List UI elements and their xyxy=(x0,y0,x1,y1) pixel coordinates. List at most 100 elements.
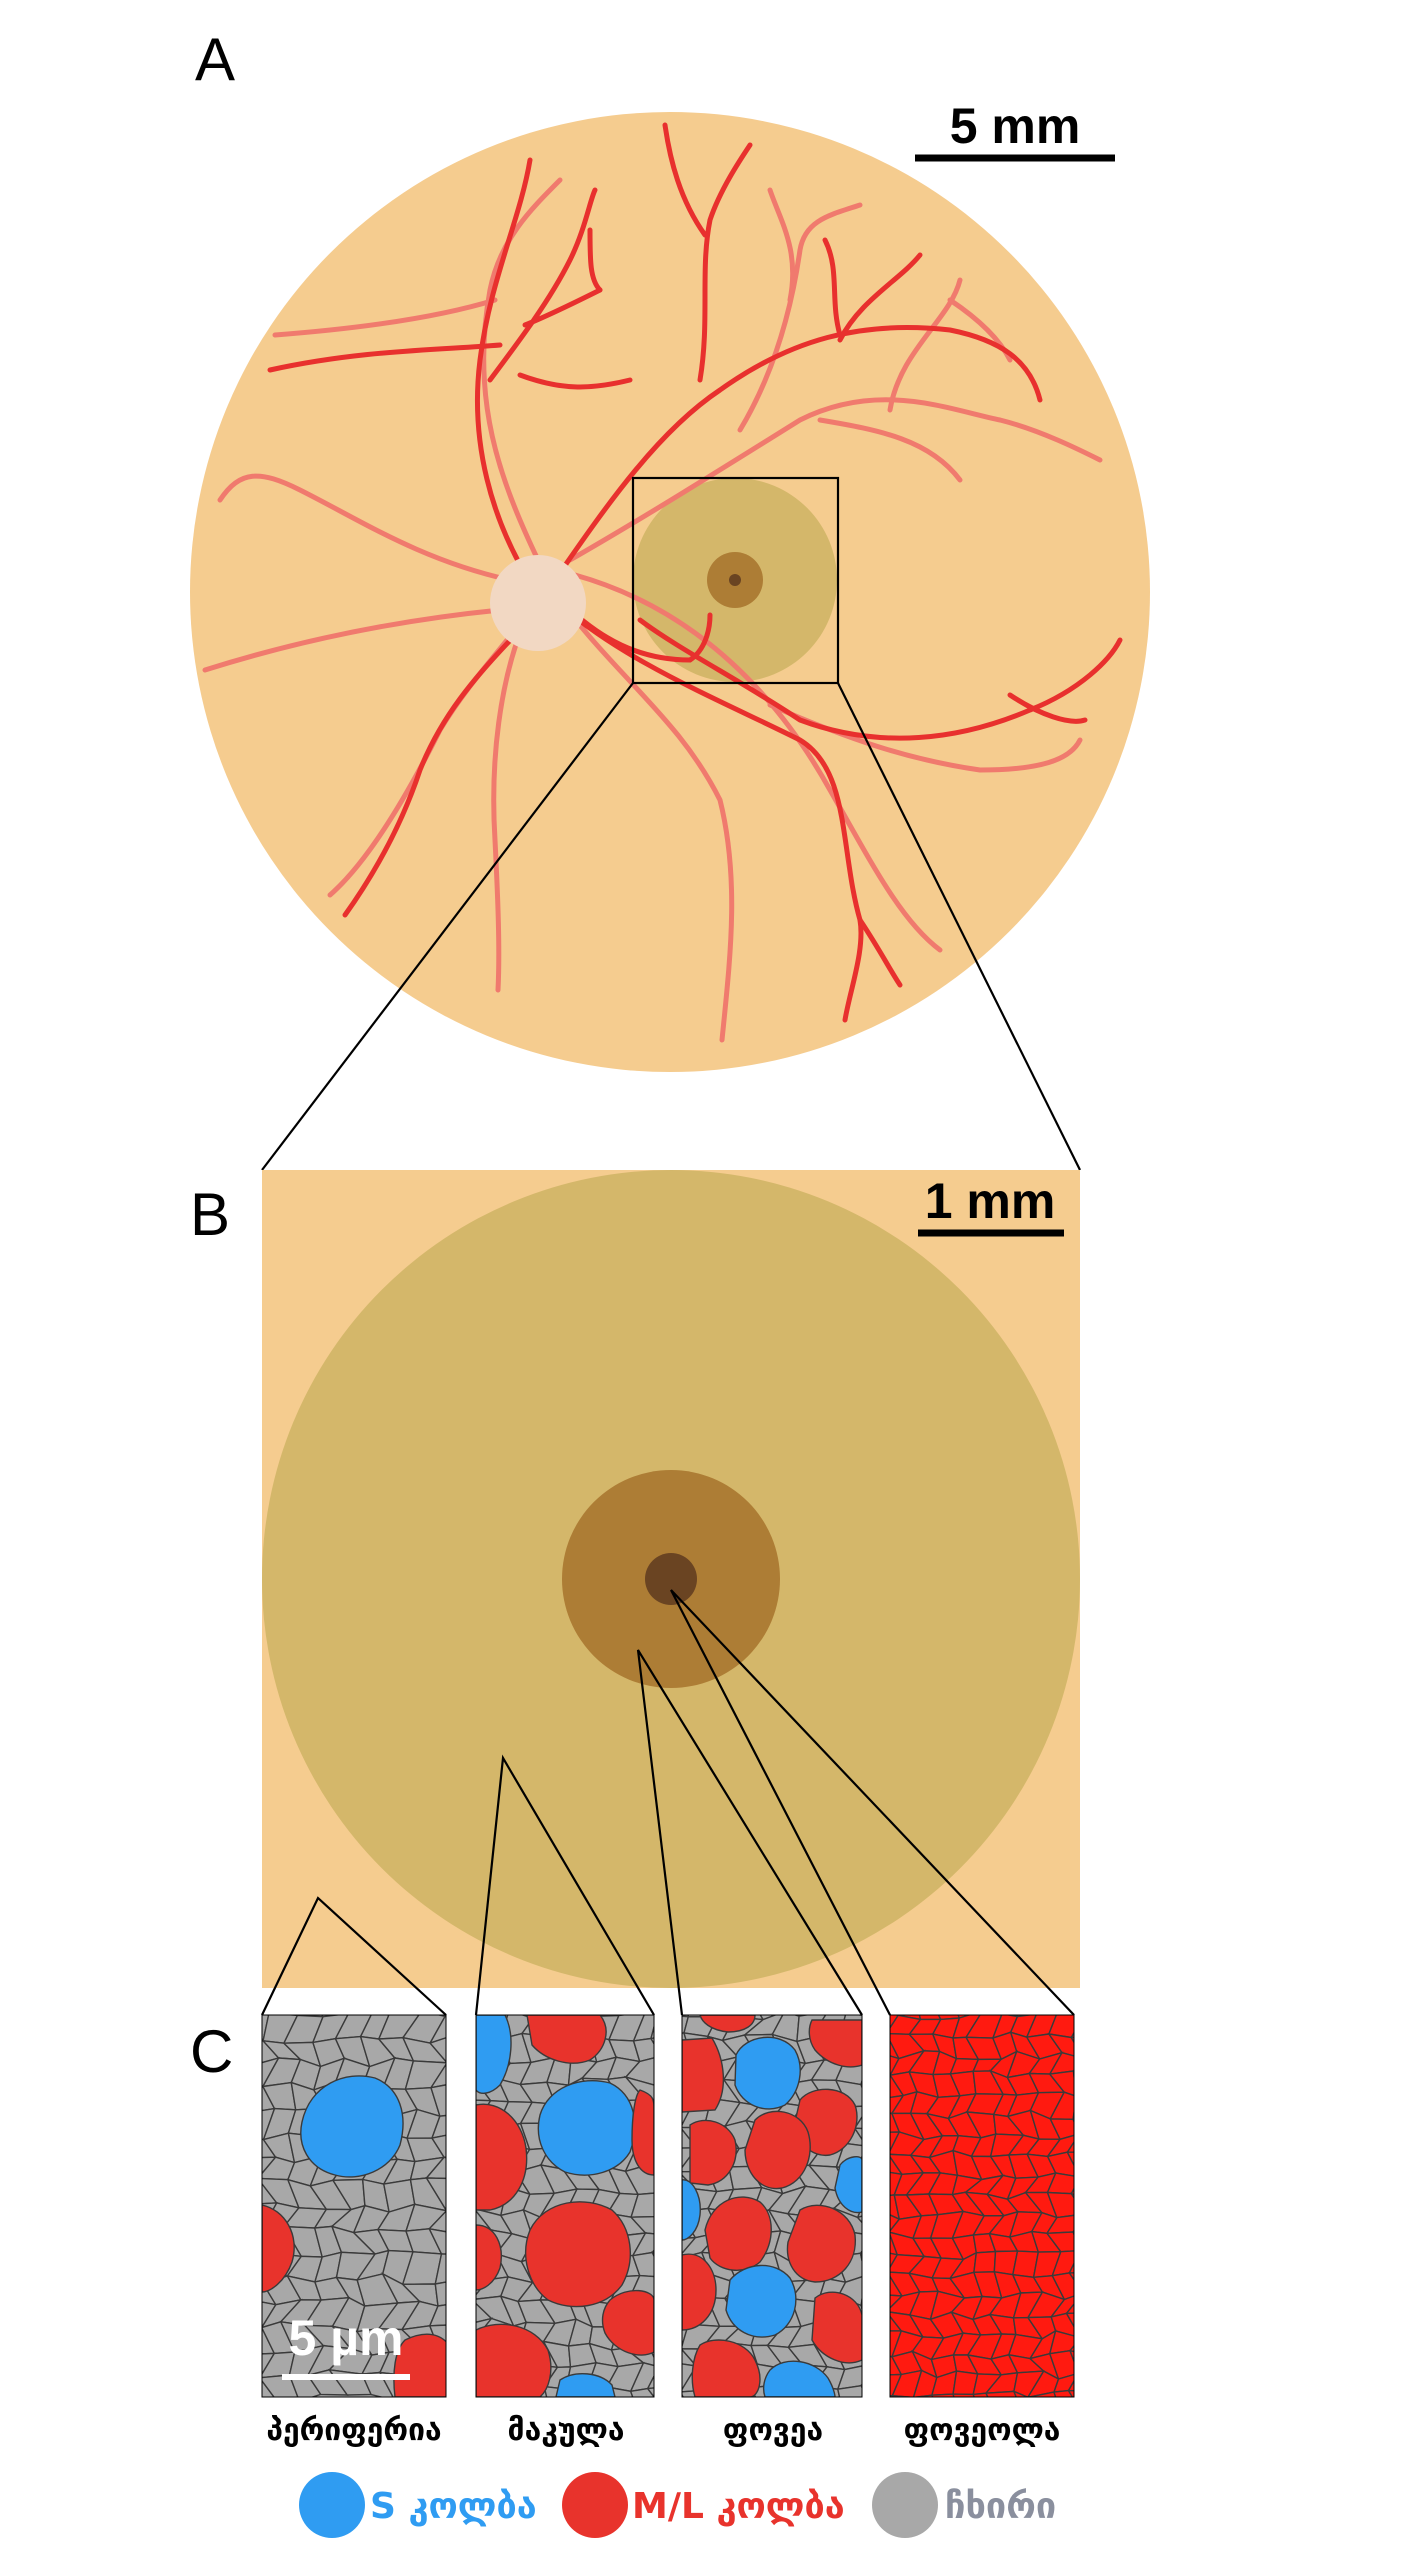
rod-cell xyxy=(427,2210,446,2233)
zoom-line-a-left xyxy=(261,682,634,1171)
legend-label-rod: ჩხირი xyxy=(945,2486,1056,2527)
cone-cell xyxy=(1050,2312,1074,2337)
cone-cell xyxy=(1051,2272,1074,2301)
legend-swatch-ml-cone xyxy=(562,2472,628,2538)
cone-cell xyxy=(1047,2033,1074,2057)
rod-cell xyxy=(401,2036,446,2064)
rod-cell xyxy=(853,2127,862,2141)
cone-cell xyxy=(1071,2229,1074,2233)
rod-cell xyxy=(262,2015,264,2016)
rod-cell xyxy=(429,2063,446,2089)
rod-cell xyxy=(860,2336,862,2348)
rod-cell xyxy=(656,2192,685,2216)
rod-cell xyxy=(814,1992,846,2013)
rod-cell xyxy=(860,2304,862,2312)
cone-cell xyxy=(1068,2261,1074,2274)
rod-cell xyxy=(631,2251,654,2278)
rod-cell xyxy=(798,2015,811,2018)
panel-a-scale-bar: 5 mm xyxy=(915,98,1115,162)
rod-cell xyxy=(530,2015,548,2020)
rod-cell xyxy=(656,2297,686,2323)
cone-cell xyxy=(973,2250,997,2274)
rod-cell xyxy=(650,2024,654,2040)
frame-foveola xyxy=(889,2014,1075,2398)
rod-cell xyxy=(387,1991,422,2015)
rod-cell xyxy=(434,2253,446,2285)
cone-cell xyxy=(972,2392,989,2397)
rod-cell xyxy=(715,2015,736,2018)
legend-item-ml-cone: M/L კოლბა xyxy=(562,2472,845,2538)
cone-cell xyxy=(1070,2187,1074,2196)
cone-cell xyxy=(952,2393,975,2397)
zoom-box-a xyxy=(631,476,840,685)
cone-cell xyxy=(1066,2140,1074,2153)
rod-cell xyxy=(650,2251,654,2258)
rod-cell xyxy=(428,2227,446,2255)
foveola-b xyxy=(645,1553,697,1605)
rod-cell xyxy=(425,2177,446,2212)
panel-c-letter: C xyxy=(190,2018,233,2085)
rod-cell xyxy=(859,2252,862,2264)
rod-cell xyxy=(337,1989,373,2013)
zoom-lines-b-to-c xyxy=(261,1589,1075,2016)
rod-cell xyxy=(359,1991,389,2014)
frame-periphery xyxy=(261,2014,447,2398)
rod-cell xyxy=(592,2015,620,2018)
region-label-macula: მაკულა xyxy=(508,2413,625,2448)
rod-cell xyxy=(430,2114,446,2140)
rod-cell xyxy=(653,2084,654,2086)
cone-cell xyxy=(1013,2370,1045,2397)
rod-cell xyxy=(629,2215,654,2235)
rod-cell xyxy=(793,2015,800,2018)
cone-cell xyxy=(1048,2330,1074,2355)
rod-cell xyxy=(428,2037,446,2063)
cone-cell xyxy=(1046,2191,1074,2219)
rod-cell xyxy=(321,2015,343,2018)
rod-cell xyxy=(682,2015,690,2018)
panel-b: B 1 mm xyxy=(190,1170,1080,2016)
frame-macula xyxy=(475,2014,655,2398)
rod-cell xyxy=(649,2163,654,2176)
mosaic-foveola xyxy=(890,1995,1104,2397)
cone-cell xyxy=(1016,2015,1035,2018)
cone-cell xyxy=(1053,2389,1074,2397)
legend-label-s-cone: S კოლბა xyxy=(370,2486,537,2527)
mosaic-fovea xyxy=(682,1992,886,2397)
rod-cell xyxy=(630,2192,654,2218)
rod-cell xyxy=(425,2156,446,2180)
region-label-fovea: ფოვეა xyxy=(723,2413,823,2448)
rod-cell xyxy=(262,2374,299,2397)
cone-cell xyxy=(1067,2389,1074,2397)
rod-cell xyxy=(860,2384,862,2390)
rod-cell xyxy=(860,2382,862,2387)
rod-cell xyxy=(687,2015,719,2018)
rod-cell xyxy=(855,2015,862,2017)
frame-fovea xyxy=(681,2014,863,2398)
cone-cell xyxy=(1068,2344,1074,2353)
cone-cell xyxy=(1072,2231,1074,2237)
optic-disc xyxy=(490,555,586,651)
region-labels: პერიფერია მაკულა ფოვეა ფოვეოლა xyxy=(266,2413,1060,2448)
rod-cell xyxy=(861,1993,886,2016)
cone-cell xyxy=(1026,2391,1057,2397)
rod-cell xyxy=(284,2015,299,2017)
cone-cell xyxy=(1065,2302,1074,2315)
rod-cell xyxy=(560,2015,579,2018)
foveola-a xyxy=(729,574,741,586)
rod-cell xyxy=(624,2057,654,2086)
rod-cell xyxy=(860,2345,862,2349)
retinal-arteries xyxy=(267,122,1123,1023)
cone-cell xyxy=(1068,2272,1074,2281)
cone-cell xyxy=(1070,1995,1104,2015)
cone-cell xyxy=(1067,2379,1074,2392)
panel-b-scale-bar: 1 mm xyxy=(918,1173,1064,1237)
legend: S კოლბა M/L კოლბა ჩხირი xyxy=(299,2472,1056,2538)
rod-cell xyxy=(409,2177,446,2212)
cone-cell xyxy=(1072,2117,1074,2124)
cone-cell xyxy=(1072,2070,1074,2083)
cone-cell xyxy=(984,2390,1017,2397)
mosaic-periphery xyxy=(262,1989,446,2397)
cone-cell xyxy=(1070,2031,1074,2039)
cone-cell xyxy=(1012,2390,1029,2397)
panel-a-letter: A xyxy=(195,26,235,93)
